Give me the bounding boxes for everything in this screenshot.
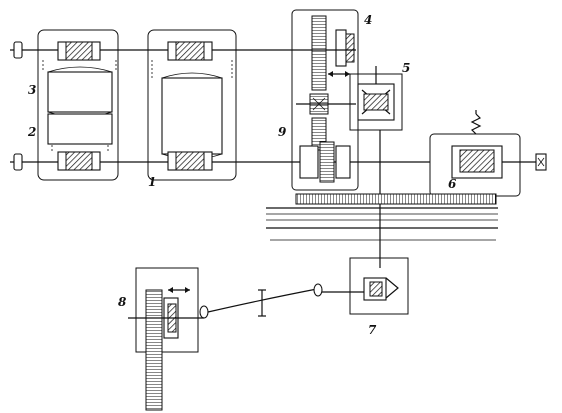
bevel-gearbox-5: 5: [349, 61, 410, 131]
label-9: 9: [278, 125, 287, 139]
label-4: 4: [364, 13, 372, 27]
label-5: 5: [402, 61, 410, 75]
gearbox-7: 7: [320, 257, 409, 337]
transmission-shaft: [199, 283, 323, 319]
label-6: 6: [448, 177, 457, 191]
foundation-rail: [266, 193, 498, 241]
unit-6: 6: [429, 110, 547, 197]
label-7: 7: [368, 323, 377, 337]
label-2: 2: [27, 125, 36, 139]
left-roll-stand: 3 2: [10, 29, 119, 181]
middle-roll-stand: 1: [147, 29, 237, 189]
label-3: 3: [28, 83, 36, 97]
label-1: 1: [148, 175, 156, 189]
unit-8: 8: [118, 267, 204, 411]
label-8: 8: [118, 295, 127, 309]
